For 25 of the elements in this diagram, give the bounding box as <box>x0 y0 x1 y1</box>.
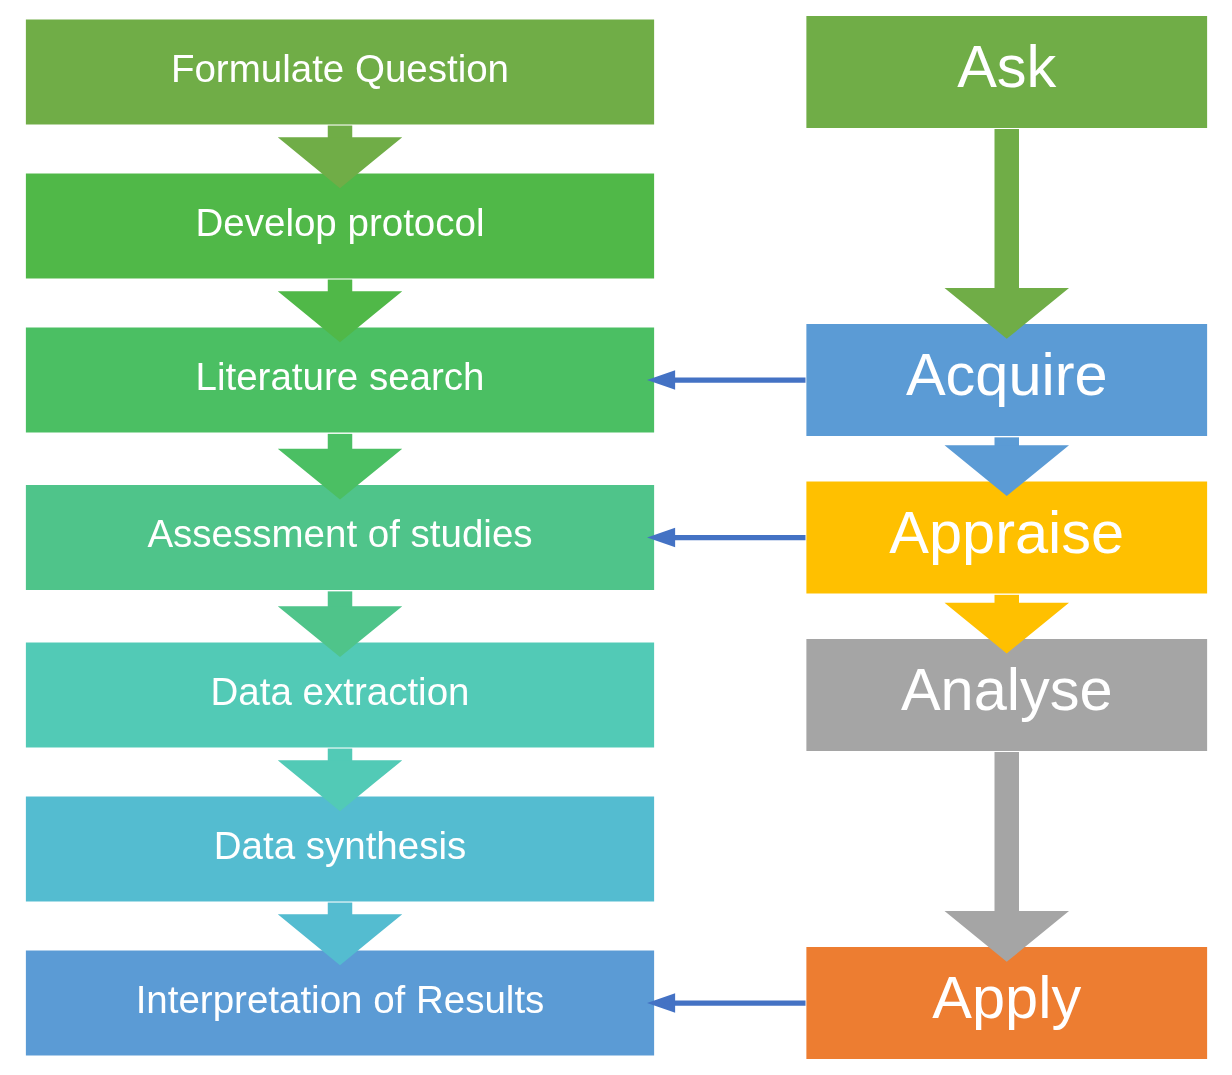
arrow <box>277 591 402 657</box>
arrow <box>646 993 805 1013</box>
node-box: Acquire <box>804 322 1209 438</box>
arrow <box>277 748 402 812</box>
node-box: Develop protocol <box>23 171 656 281</box>
node-box: Data extraction <box>23 640 656 750</box>
node-box: Formulate Question <box>23 17 656 127</box>
arrow <box>944 751 1069 962</box>
arrow <box>944 128 1069 339</box>
node-box: Literature search <box>23 325 656 435</box>
arrow <box>277 125 402 189</box>
node-box: Data synthesis <box>23 794 656 904</box>
arrow <box>277 902 402 966</box>
node-box: Ask <box>804 14 1209 130</box>
arrow <box>277 279 402 343</box>
arrow <box>944 594 1069 654</box>
arrow <box>646 527 805 548</box>
arrow <box>646 370 805 390</box>
node-box: Analyse <box>804 637 1209 753</box>
node-box: Appraise <box>804 479 1209 596</box>
arrow <box>277 433 402 500</box>
node-box: Apply <box>804 945 1209 1061</box>
node-box: Interpretation of Results <box>23 948 656 1058</box>
arrow <box>944 437 1069 497</box>
node-box: Assessment of studies <box>23 483 656 592</box>
